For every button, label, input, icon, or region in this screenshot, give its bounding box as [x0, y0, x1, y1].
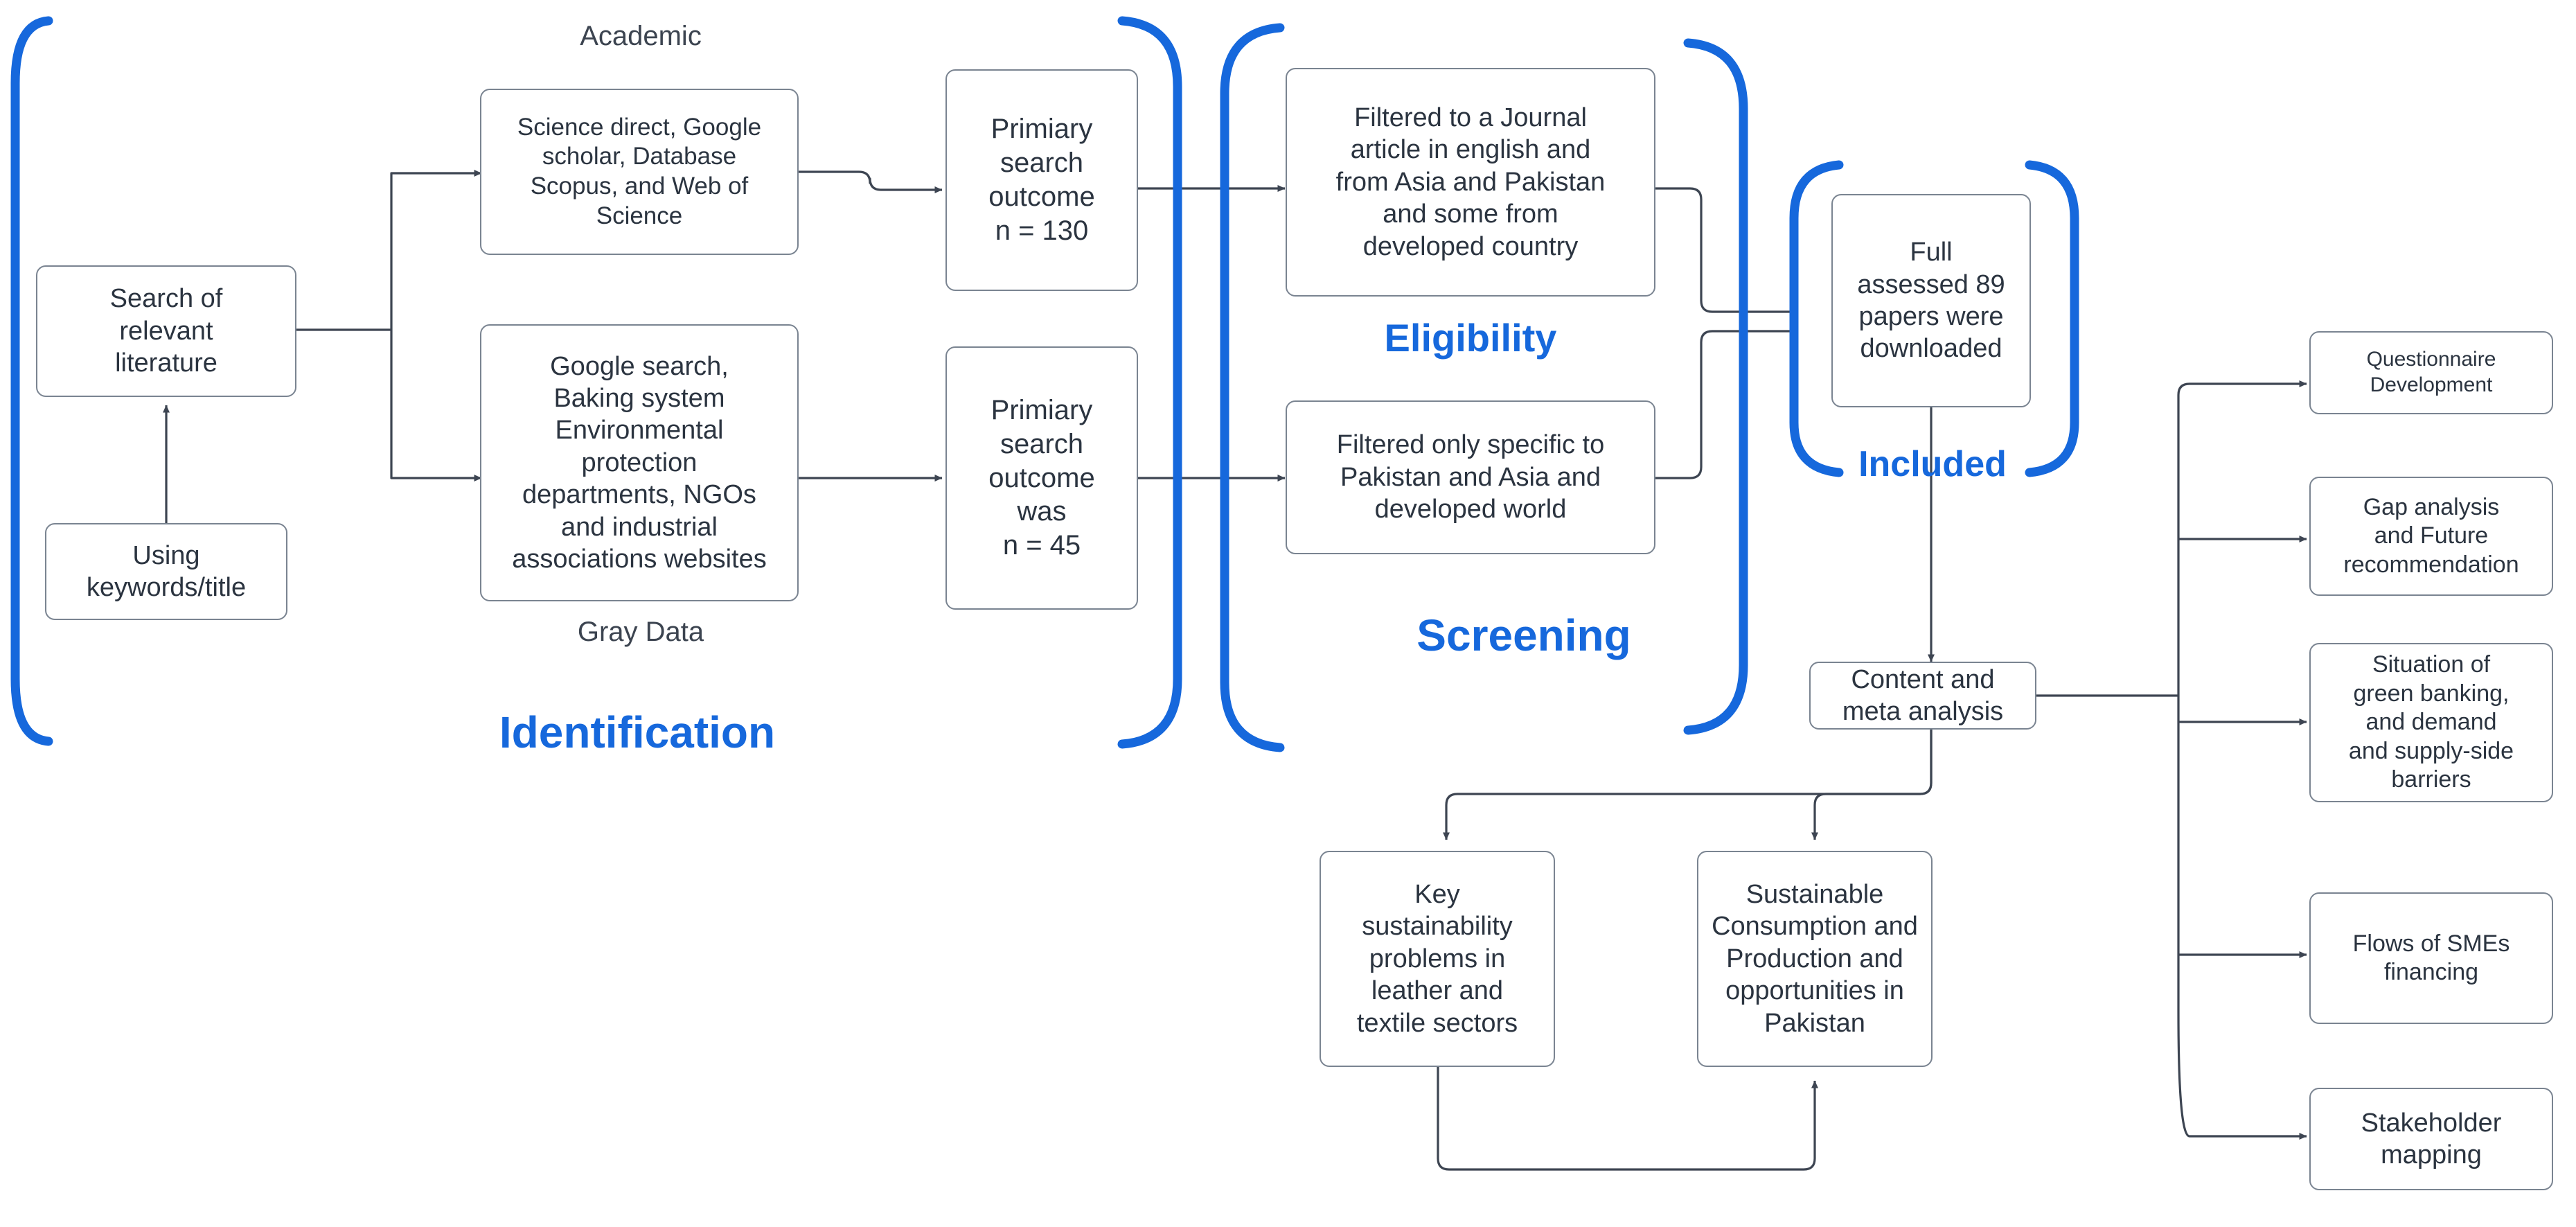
edge-journal-to-assessed [1655, 187, 1798, 315]
bracket-screening-right [1683, 38, 1748, 735]
edge-content-to-sustainable-consumption [1811, 730, 1933, 840]
label-gray-data: Gray Data [577, 617, 704, 647]
bracket-screening-left [1220, 23, 1285, 752]
node-gap-analysis-future[interactable]: Gap analysis and Future recommendation [2309, 477, 2553, 596]
node-search-relevant-literature[interactable]: Search of relevant literature [36, 265, 296, 397]
edge-bus-to-stakeholder [2177, 1011, 2307, 1140]
node-sustainable-consumption[interactable]: Sustainable Consumption and Production a… [1697, 851, 1933, 1067]
node-filtered-pakistan-asia[interactable]: Filtered only specific to Pakistan and A… [1286, 400, 1655, 554]
stage-label-screening: Screening [1416, 610, 1631, 660]
node-primary-outcome-45[interactable]: Primiary search outcome was n = 45 [945, 346, 1138, 610]
node-situation-green-banking[interactable]: Situation of green banking, and demand a… [2309, 643, 2553, 802]
edge-key-to-sustainable-loop [1437, 1066, 1818, 1171]
bracket-included-right [2025, 160, 2079, 477]
node-academic-databases[interactable]: Science direct, Google scholar, Database… [480, 89, 799, 255]
node-stakeholder-mapping[interactable]: Stakeholder mapping [2309, 1088, 2553, 1190]
edge-pakistan-to-assessed [1655, 328, 1798, 479]
edge-search-to-academic [390, 170, 482, 330]
stage-label-included: Included [1858, 444, 2007, 484]
edge-academic-to-n130 [798, 170, 943, 193]
node-questionnaire-development[interactable]: Questionnaire Development [2309, 331, 2553, 414]
node-full-assessed-89[interactable]: Full assessed 89 papers were downloaded [1831, 194, 2031, 407]
stage-label-eligibility: Eligibility [1384, 316, 1557, 360]
edge-bus-to-questionnaire [2177, 380, 2307, 396]
node-primary-outcome-130[interactable]: Primiary search outcome n = 130 [945, 69, 1138, 291]
node-filtered-journal-article[interactable]: Filtered to a Journal article in english… [1286, 68, 1655, 297]
node-content-meta-analysis[interactable]: Content and meta analysis [1809, 662, 2036, 730]
edge-content-to-key-sustainability [1443, 730, 1933, 840]
node-key-sustainability-problems[interactable]: Key sustainability problems in leather a… [1320, 851, 1555, 1067]
edge-search-to-gray [390, 330, 482, 482]
node-gray-sources[interactable]: Google search, Baking system Environment… [480, 324, 799, 601]
node-flows-smes-financing[interactable]: Flows of SMEs financing [2309, 892, 2553, 1024]
stage-label-identification: Identification [499, 707, 776, 757]
label-academic: Academic [580, 21, 702, 51]
node-using-keywords-title[interactable]: Using keywords/title [45, 523, 287, 620]
